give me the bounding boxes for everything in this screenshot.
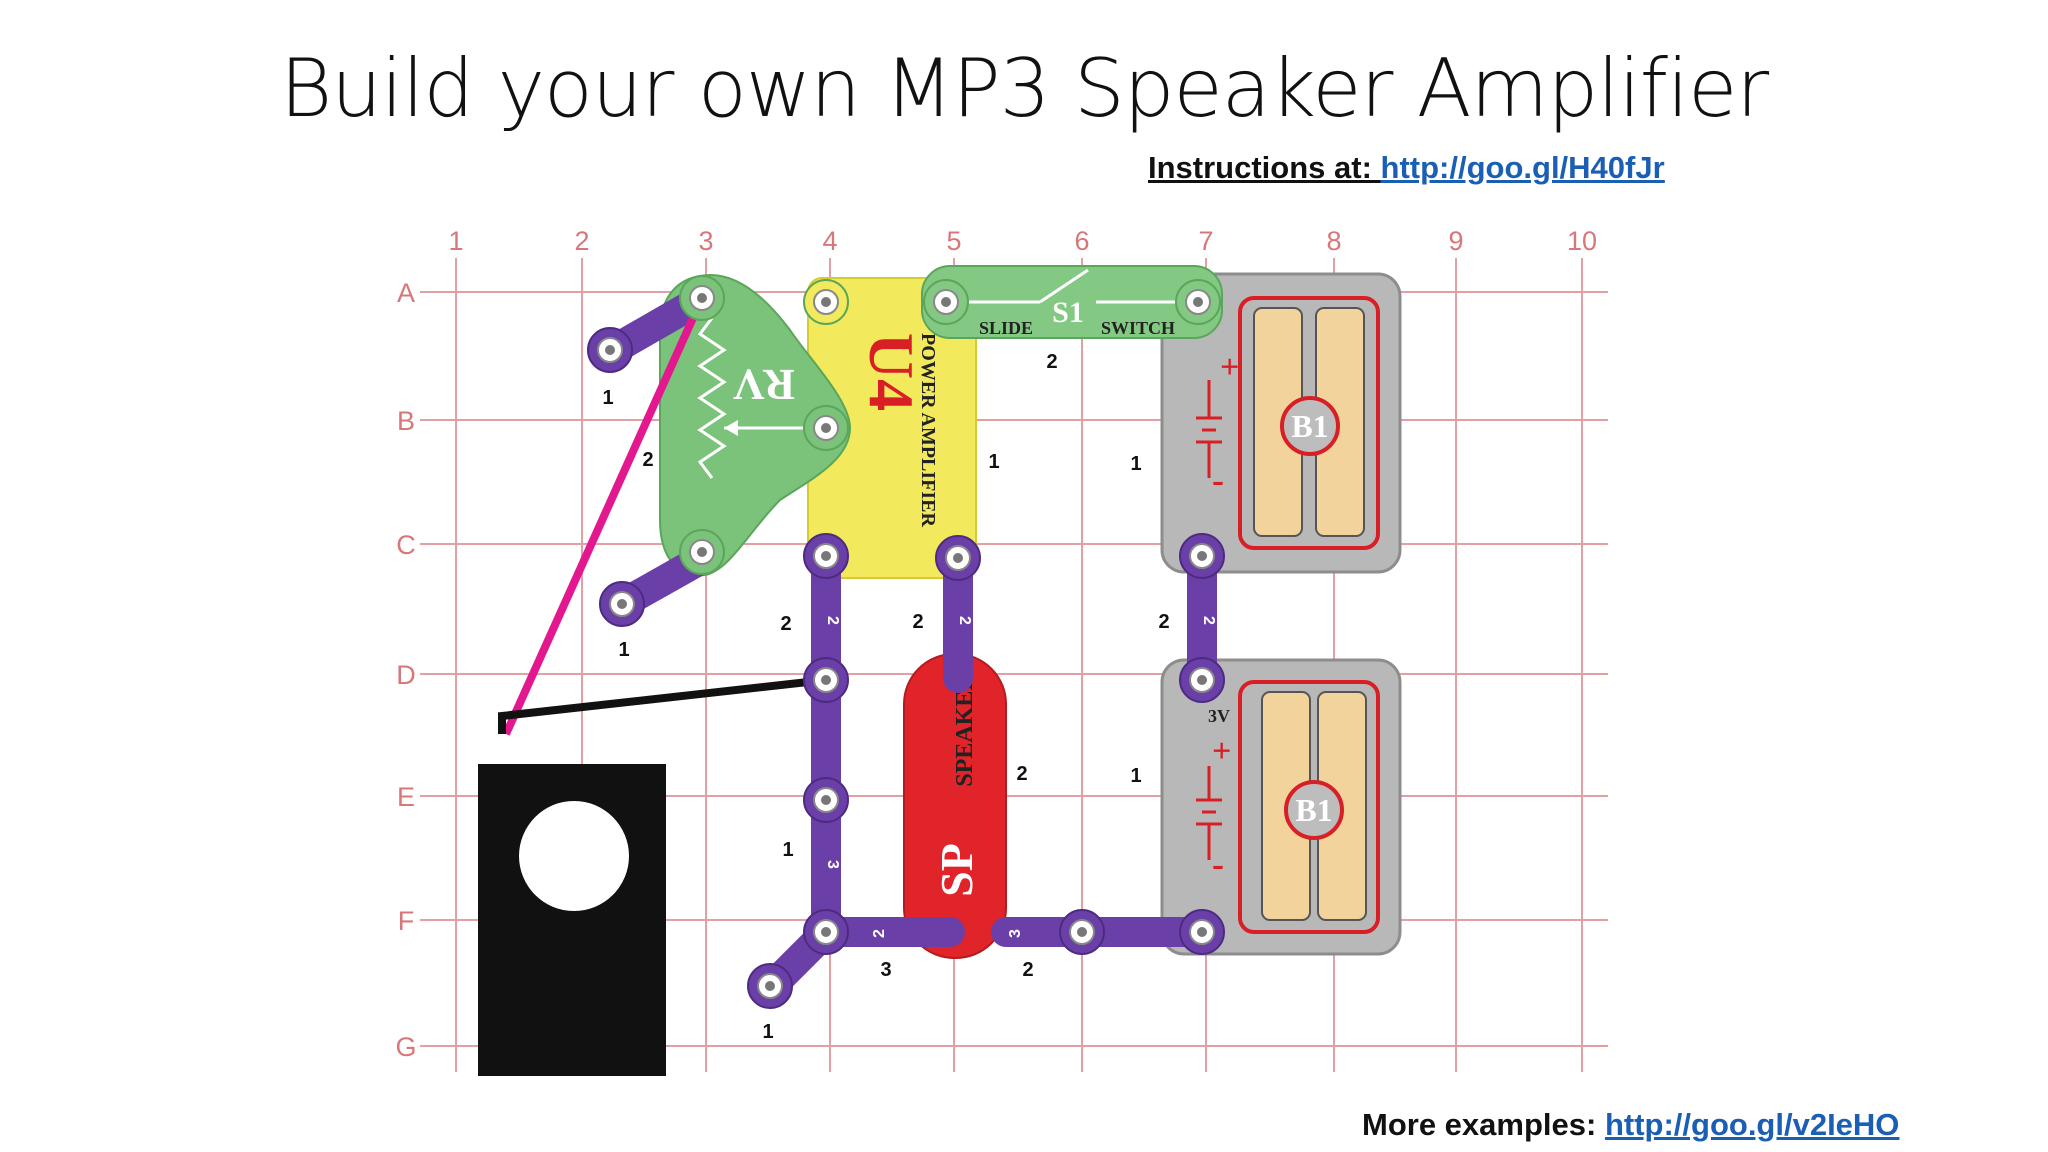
level-label: 1 (762, 1021, 773, 1043)
level-label: 1 (1130, 765, 1141, 787)
instructions-link[interactable]: http://goo.gl/H40fJr (1380, 150, 1665, 185)
grid-column-label: 7 (1198, 226, 1213, 256)
level-label: 2 (912, 611, 923, 633)
snap-post (599, 581, 645, 627)
snap-post (1179, 657, 1225, 703)
rv-potentiometer: RV (659, 274, 852, 577)
s1-left-label: SLIDE (979, 318, 1033, 338)
snap-post (679, 529, 725, 575)
more-examples-link[interactable]: http://goo.gl/v2IeHO (1604, 1107, 1900, 1142)
wire-mark-4: 3 (824, 860, 841, 869)
snap-post (679, 275, 725, 321)
battery-holder-bottom: B1 3V + - (1160, 658, 1402, 956)
grid-row-label: C (396, 530, 416, 560)
snap-post (935, 535, 981, 581)
grid-column-label: 5 (946, 226, 961, 256)
level-label: 1 (782, 839, 793, 861)
level-label: 1 (988, 451, 999, 473)
grid-column-label: 6 (1074, 226, 1089, 256)
grid-row-label: G (395, 1032, 416, 1062)
grid-column-label: 8 (1326, 226, 1341, 256)
battery-holder-top: B1 + - (1160, 272, 1402, 574)
wire-mark-3: 2 (1200, 616, 1217, 625)
u4-power-amplifier: U4 POWER AMPLIFIER (807, 277, 977, 579)
level-label: 2 (1016, 763, 1027, 785)
level-label: 2 (1046, 351, 1057, 373)
snap-post (923, 279, 969, 325)
snap-post (803, 279, 849, 325)
level-label: 2 (1158, 611, 1169, 633)
snap-post (1179, 909, 1225, 955)
battery-plus-top: + (1220, 349, 1239, 386)
instructions-line: Instructions at: http://goo.gl/H40fJr (1148, 150, 1665, 186)
grid-row-label: E (397, 782, 415, 812)
level-labels: 1 2 2 1 1 1 2 2 2 2 1 1 3 2 1 2 2 2 3 (602, 351, 1169, 1043)
instructions-label: Instructions at: (1148, 150, 1381, 185)
snap-post (587, 327, 633, 373)
black-jumper-wire (498, 676, 827, 734)
grid-column-label: 4 (822, 226, 837, 256)
b1-label-bottom: B1 (1295, 792, 1332, 828)
snap-posts (587, 275, 1225, 1009)
grid-column-label: 1 (448, 226, 463, 256)
battery-minus-top: - (1212, 460, 1224, 500)
snap-post (1179, 533, 1225, 579)
grid-row-label: D (396, 660, 416, 690)
speaker-sp: SP SPEAKER (903, 653, 1007, 959)
u4-sublabel: POWER AMPLIFIER (917, 333, 939, 527)
snap-post (803, 657, 849, 703)
level-label: 2 (780, 613, 791, 635)
battery-plus-bottom: + (1212, 733, 1231, 770)
battery-minus-bottom: - (1212, 844, 1224, 884)
s1-slide-switch: S1 SLIDE SWITCH (921, 265, 1223, 339)
grid-row-label: B (397, 406, 415, 436)
mp3-player (478, 764, 666, 1076)
snap-post (803, 909, 849, 955)
b1-label-top: B1 (1291, 408, 1328, 444)
snap-post (747, 963, 793, 1009)
snap-post (1059, 909, 1105, 955)
grid-column-label: 2 (574, 226, 589, 256)
snap-post (803, 533, 849, 579)
sp-label: SP (931, 843, 982, 897)
wire-mark-6: 3 (1007, 929, 1024, 938)
battery-voltage-bottom: 3V (1208, 706, 1230, 726)
level-label: 3 (880, 959, 891, 981)
grid-column-label: 9 (1448, 226, 1463, 256)
level-label: 2 (642, 449, 653, 471)
grid-row-label: A (397, 278, 415, 308)
wire-mark-1: 2 (824, 616, 841, 625)
snap-post (1175, 279, 1221, 325)
snap-post (803, 777, 849, 823)
level-label: 1 (602, 387, 613, 409)
u4-label: U4 (856, 333, 927, 411)
level-label: 2 (1022, 959, 1033, 981)
more-examples-line: More examples: http://goo.gl/v2IeHO (1362, 1107, 1899, 1143)
level-label: 1 (618, 639, 629, 661)
slide-title: Build your own MP3 Speaker Amplifier (279, 42, 1769, 135)
wire-mark-2: 2 (956, 616, 973, 625)
s1-right-label: SWITCH (1101, 318, 1175, 338)
more-examples-label: More examples: (1362, 1107, 1605, 1142)
wire-mark-5: 2 (871, 929, 888, 938)
rv-label: RV (733, 360, 795, 409)
grid-row-label: F (398, 906, 415, 936)
grid-column-label: 10 (1567, 226, 1597, 256)
s1-label: S1 (1052, 296, 1084, 329)
wire-marks: 2 2 2 3 2 3 (824, 616, 1217, 938)
pink-jumper-wire (502, 296, 706, 736)
grid-labels: 1 2 3 4 5 6 7 8 9 10A B C D E F G (395, 226, 1597, 1062)
grid-column-label: 3 (698, 226, 713, 256)
snap-post (803, 405, 849, 451)
level-label: 1 (1130, 453, 1141, 475)
